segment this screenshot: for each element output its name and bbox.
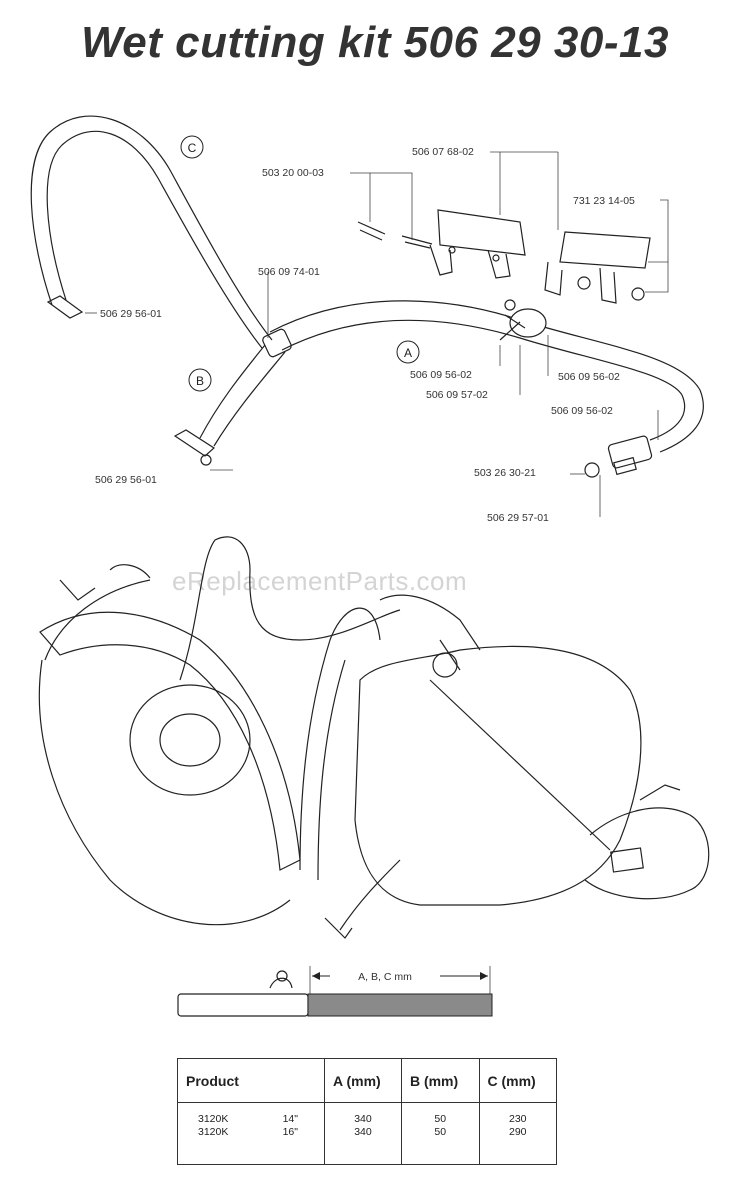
svg-text:C: C <box>188 141 197 155</box>
part-number-label: 503 26 30-21 <box>474 467 536 479</box>
quick-coupling <box>584 435 653 478</box>
b-mm-cell: 50 50 <box>401 1102 480 1164</box>
callout-b: B <box>188 368 212 392</box>
column-header-b: B (mm) <box>401 1059 480 1103</box>
part-number-label: 731 23 14-05 <box>573 195 635 207</box>
part-number-label: 506 09 56-02 <box>558 371 620 383</box>
table-row: 3120K 14" 3120K 16" 340 340 50 50 <box>178 1102 556 1164</box>
t-connector <box>262 328 292 358</box>
column-header-c: C (mm) <box>479 1059 556 1103</box>
column-header-product: Product <box>178 1059 325 1103</box>
power-cutter-illustration <box>38 536 710 939</box>
hose-b <box>173 344 286 466</box>
leader-lines <box>85 151 669 517</box>
hose-length-table: Product A (mm) B (mm) C (mm) 3120K 14" 3… <box>177 1058 557 1165</box>
column-header-a: A (mm) <box>324 1059 402 1103</box>
part-number-label: 506 29 56-01 <box>100 308 162 320</box>
part-number-label: 503 20 00-03 <box>262 167 324 179</box>
part-number-label: 506 09 56-02 <box>551 405 613 417</box>
page-title: Wet cutting kit 506 29 30-13 <box>81 18 669 67</box>
part-number-label: 506 09 56-02 <box>410 369 472 381</box>
svg-text:B: B <box>196 374 204 388</box>
part-number-label: 506 07 68-02 <box>412 146 474 158</box>
callout-c: C <box>180 135 204 159</box>
valve <box>499 299 547 341</box>
hose-length-indicator: A, B, C mm <box>177 966 493 1017</box>
part-number-label: 506 29 57-01 <box>487 512 549 524</box>
watermark: eReplacementParts.com <box>172 566 467 596</box>
product-cell: 3120K 14" 3120K 16" <box>178 1102 325 1164</box>
length-label: A, B, C mm <box>358 971 412 983</box>
part-number-label: 506 09 57-02 <box>426 389 488 401</box>
part-number-label: 506 29 56-01 <box>95 474 157 486</box>
svg-text:A: A <box>404 346 412 360</box>
hose-a <box>269 300 704 453</box>
hose-c <box>30 115 273 349</box>
a-mm-cell: 340 340 <box>324 1102 402 1164</box>
part-number-label: 506 09 74-01 <box>258 266 320 278</box>
nozzle-brackets <box>357 209 651 304</box>
callout-a: A <box>396 340 420 364</box>
c-mm-cell: 230 290 <box>508 1113 527 1138</box>
